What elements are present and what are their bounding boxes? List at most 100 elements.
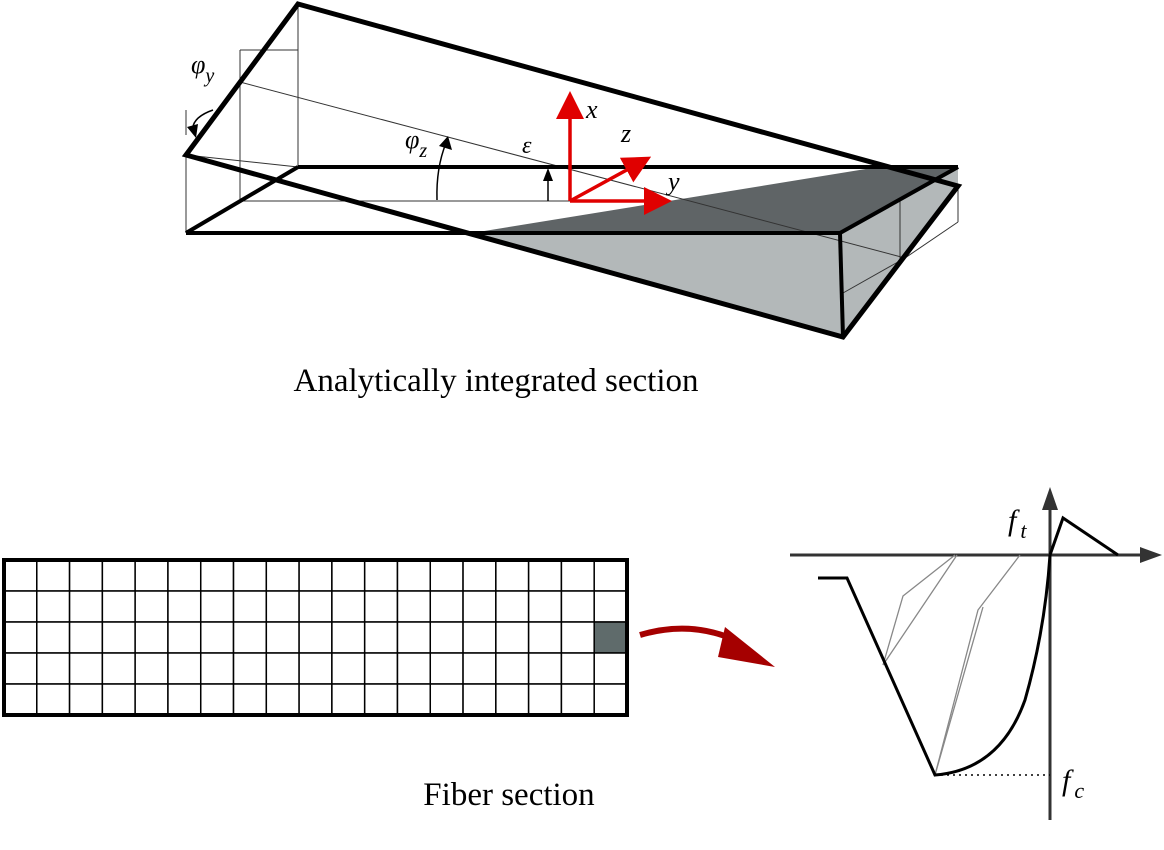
fiber-cell	[68, 683, 104, 716]
fiber-cell	[363, 590, 399, 623]
fiber-cell	[167, 590, 202, 623]
fiber-cell	[199, 652, 235, 685]
fiber-cell	[331, 590, 366, 623]
fiber-cell	[462, 652, 497, 685]
fiber-cell	[36, 621, 71, 654]
fiber-section-outline	[2, 558, 629, 717]
highlighted-fiber-cell	[593, 621, 628, 654]
tension-branch-curve	[1048, 515, 1119, 557]
fiber-cell	[101, 683, 136, 716]
construction-lines	[185, 5, 959, 294]
compression-zone-end-face	[840, 167, 958, 337]
fiber-cell	[298, 683, 333, 716]
fiber-cell	[560, 590, 595, 623]
fiber-cell	[3, 590, 38, 623]
fiber-cell	[3, 559, 38, 592]
fiber-cell	[396, 621, 432, 654]
fiber-cell	[462, 621, 497, 654]
fiber-cell	[462, 590, 497, 623]
fiber-cell	[134, 590, 169, 623]
fiber-cell	[495, 652, 530, 685]
fiber-cell	[36, 590, 71, 623]
fiber-cell	[232, 590, 268, 623]
fiber-cell	[560, 621, 595, 654]
fiber-cell	[134, 683, 169, 716]
fiber-cell	[331, 683, 366, 716]
fiber-cell	[3, 652, 38, 685]
fiber-cell	[199, 621, 235, 654]
fiber-cell	[134, 621, 169, 654]
fiber-cell	[265, 652, 300, 685]
fiber-cell	[495, 683, 530, 716]
fiber-cell	[429, 559, 464, 592]
strain-plane-outline	[181, 1, 963, 340]
stress-axis-arrowhead	[1042, 487, 1058, 510]
fiber-cell	[3, 621, 38, 654]
fiber-cell	[134, 559, 169, 592]
fiber-cell	[495, 559, 530, 592]
fiber-cell	[167, 621, 202, 654]
fiber-cell	[396, 652, 432, 685]
fiber-cell	[36, 559, 71, 592]
fiber-cell	[527, 683, 563, 716]
phi-z-label: φz	[405, 125, 427, 162]
fiber-cell	[265, 683, 300, 716]
fiber-cell	[396, 683, 432, 716]
fiber-cell	[527, 590, 563, 623]
fiber-cell	[68, 621, 104, 654]
fiber-cell	[232, 683, 268, 716]
mapping-arrow	[639, 625, 775, 667]
fiber-cell	[232, 559, 268, 592]
fiber-cell	[68, 559, 104, 592]
axis-x-label: x	[585, 95, 598, 124]
fiber-cell	[134, 652, 169, 685]
fiber-cell	[593, 590, 628, 623]
fiber-cell	[462, 683, 497, 716]
fiber-cell	[331, 559, 366, 592]
phi-z-arrowhead	[439, 136, 452, 150]
fiber-cell	[363, 621, 399, 654]
fiber-cell	[429, 652, 464, 685]
phi-y-arrowhead	[187, 124, 198, 138]
fiber-cell	[593, 683, 628, 716]
analytical-section-figure: φy φz ε x z y Analytically integrated se…	[181, 1, 963, 399]
fiber-cell	[429, 621, 464, 654]
fiber-cell	[298, 621, 333, 654]
compression-zone-top-face	[472, 167, 958, 233]
fiber-cell	[265, 590, 300, 623]
fiber-cell	[167, 683, 202, 716]
fiber-cell	[298, 559, 333, 592]
fiber-cell	[68, 590, 104, 623]
fiber-section-caption: Fiber section	[423, 777, 594, 813]
fiber-cell	[363, 559, 399, 592]
fiber-cell	[265, 621, 300, 654]
epsilon-label: ε	[522, 133, 532, 159]
phi-z-arc	[436, 142, 447, 201]
fiber-cell	[101, 652, 136, 685]
fiber-cell	[527, 559, 563, 592]
fiber-cell	[429, 683, 464, 716]
axis-z-arrow	[569, 156, 652, 203]
fiber-cell	[232, 652, 268, 685]
fiber-cell	[36, 652, 71, 685]
fiber-cell	[396, 590, 432, 623]
fiber-cell	[495, 621, 530, 654]
fiber-cell	[527, 652, 563, 685]
fiber-cell	[527, 621, 563, 654]
fiber-cell	[593, 559, 628, 592]
fiber-cell	[167, 652, 202, 685]
fiber-cell	[265, 559, 300, 592]
fiber-cell	[232, 621, 268, 654]
fiber-cell	[363, 652, 399, 685]
unloading-paths	[882, 554, 1021, 776]
strain-axis-arrowhead	[1140, 547, 1162, 563]
compression-envelope-curve	[818, 554, 1052, 777]
fiber-cell	[3, 683, 38, 716]
fiber-cell	[593, 652, 628, 685]
epsilon-arrowhead	[543, 168, 553, 181]
fiber-grid	[3, 559, 628, 716]
phi-y-label: φy	[191, 50, 214, 87]
fiber-cell	[36, 683, 71, 716]
